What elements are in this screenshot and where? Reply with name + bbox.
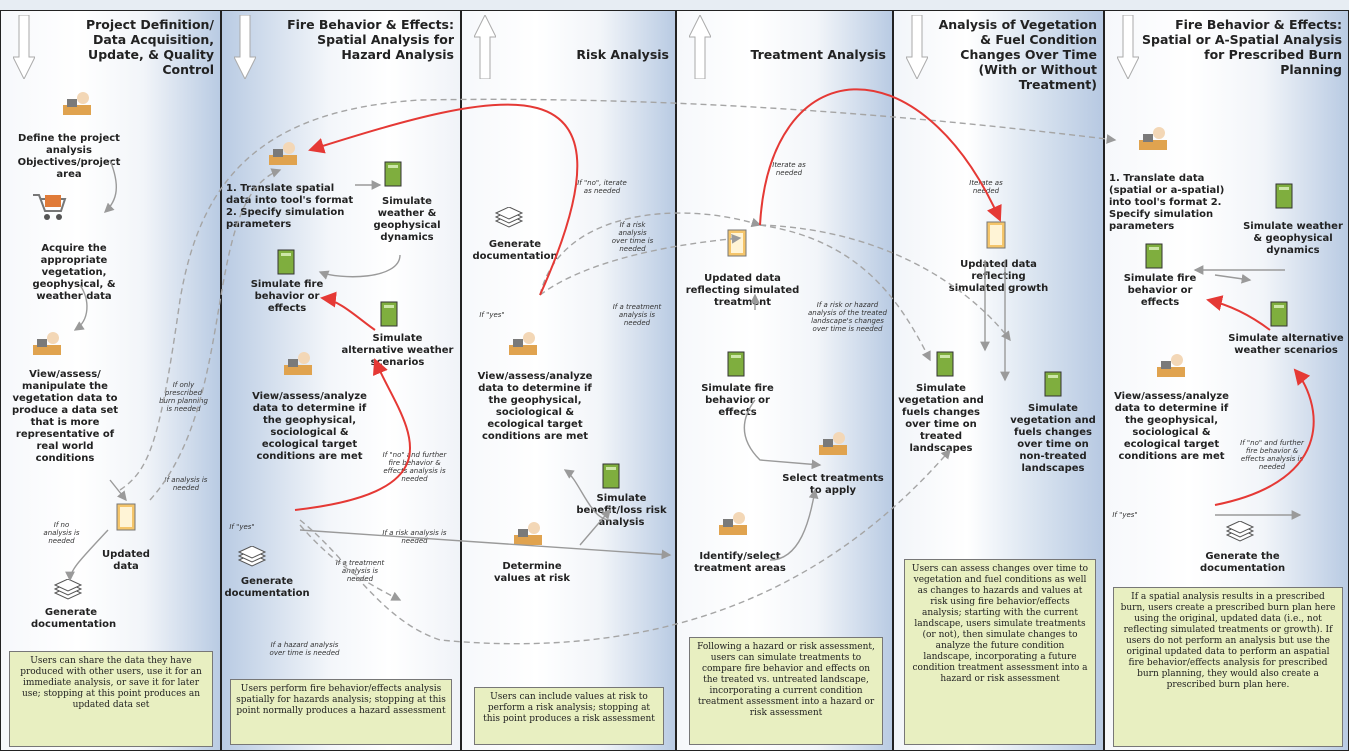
note-risk-hazard: If a risk or hazard analysis of the trea… xyxy=(808,301,887,333)
column-vegetation-changes: Analysis of Vegetation & Fuel Condition … xyxy=(893,10,1104,751)
column-title: Fire Behavior & Effects: Spatial or A-Sp… xyxy=(1142,17,1343,77)
computer-icon xyxy=(277,249,295,279)
computer-icon xyxy=(1044,371,1062,401)
step-view-assess: View/assess/analyze data to determine if… xyxy=(1114,391,1229,462)
note-treatment: If a treatment analysis is needed xyxy=(335,559,385,583)
note-risk-time: If a risk analysis over time is needed xyxy=(611,221,654,253)
step-select-treatments: Select treatments to apply xyxy=(782,473,884,496)
info-box: Users perform fire behavior/effects anal… xyxy=(230,679,452,745)
step-simulate-fire: Simulate fire behavior or effects xyxy=(701,383,774,418)
shopping-cart-icon xyxy=(31,191,67,225)
computer-icon xyxy=(380,301,398,331)
step-simulate-alternative: Simulate alternative weather scenarios xyxy=(341,333,454,368)
note-treatment: If a treatment analysis is needed xyxy=(612,303,662,327)
step-translate: 1. Translate data (spatial or a-spatial)… xyxy=(1109,173,1225,232)
column-treatment-analysis: Treatment Analysis Updated data reflecti… xyxy=(676,10,893,751)
step-generate-documentation: Generate documentation xyxy=(31,607,117,630)
note-no-further: If "no" and further fire behavior & effe… xyxy=(1240,439,1304,471)
note-no-iterate: If "no", iterate as needed xyxy=(577,179,627,195)
person-at-desk-icon xyxy=(282,351,316,383)
step-simulate-weather: Simulate weather & geophysical dynamics xyxy=(1243,221,1343,256)
note-yes: If "yes" xyxy=(229,523,255,531)
computer-icon xyxy=(936,351,954,381)
step-view-manipulate: View/assess/ manipulate the vegetation d… xyxy=(11,369,119,464)
step-updated-data: Updated data reflecting simulated treatm… xyxy=(685,273,800,308)
person-at-desk-icon xyxy=(267,141,301,173)
document-stack-icon xyxy=(494,206,524,233)
document-icon xyxy=(986,221,1006,253)
person-at-desk-icon xyxy=(512,521,546,553)
column-title: Fire Behavior & Effects: Spatial Analysi… xyxy=(287,17,454,62)
document-stack-icon xyxy=(237,545,267,572)
arrow-down-icon xyxy=(13,15,35,79)
info-box: Following a hazard or risk assessment, u… xyxy=(689,637,883,745)
note-no-analysis: If no analysis is needed xyxy=(43,521,80,545)
computer-icon xyxy=(1275,183,1293,213)
step-simulate-fire: Simulate fire behavior or effects xyxy=(1123,273,1197,308)
document-icon xyxy=(727,229,747,261)
step-generate-documentation: Generate documentation xyxy=(224,576,310,599)
column-prescribed-burn: Fire Behavior & Effects: Spatial or A-Sp… xyxy=(1104,10,1349,751)
info-box: Users can assess changes over time to ve… xyxy=(904,559,1096,745)
step-define-objectives: Define the project analysis Objectives/p… xyxy=(17,133,121,180)
note-yes: If "yes" xyxy=(1112,511,1138,519)
person-at-desk-icon xyxy=(31,331,65,363)
document-stack-icon xyxy=(1225,520,1255,547)
info-box: Users can share the data they have produ… xyxy=(9,651,213,747)
note-only-burn: If only prescribed burn planning is need… xyxy=(159,381,208,413)
step-view-assess: View/assess/analyze data to determine if… xyxy=(477,371,593,442)
step-acquire-data: Acquire the appropriate vegetation, geop… xyxy=(32,243,116,302)
step-simulate-weather: Simulate weather & geophysical dynamics xyxy=(373,196,441,243)
arrow-down-icon xyxy=(906,15,928,79)
computer-icon xyxy=(727,351,745,381)
document-icon xyxy=(116,503,136,535)
person-at-desk-icon xyxy=(507,331,541,363)
step-updated-data: Updated data xyxy=(102,549,150,572)
note-analysis-needed: If analysis is needed xyxy=(164,476,208,492)
arrow-down-icon xyxy=(234,15,256,79)
column-hazard-analysis: Fire Behavior & Effects: Spatial Analysi… xyxy=(221,10,461,751)
note-yes: If "yes" xyxy=(479,311,505,319)
document-stack-icon xyxy=(53,578,83,605)
step-simulate-treated: Simulate vegetation and fuels changes ov… xyxy=(898,383,984,454)
computer-icon xyxy=(602,463,620,493)
person-at-desk-icon xyxy=(1155,353,1189,385)
step-determine-values: Determine values at risk xyxy=(493,561,570,584)
arrow-down-icon xyxy=(1117,15,1139,79)
computer-icon xyxy=(1270,301,1288,331)
arrow-up-icon xyxy=(689,15,711,79)
step-updated-data: Updated data reflecting simulated growth xyxy=(948,259,1049,294)
computer-icon xyxy=(384,161,402,191)
step-simulate-nontreated: Simulate vegetation and fuels changes ov… xyxy=(1010,403,1096,474)
column-title: Treatment Analysis xyxy=(750,47,886,62)
note-iterate: Iterate as needed xyxy=(772,161,806,177)
person-at-desk-icon xyxy=(717,511,751,543)
note-no-further: If "no" and further fire behavior & effe… xyxy=(382,451,447,483)
step-simulate-fire: Simulate fire behavior or effects xyxy=(250,279,324,314)
note-hazard-time: If a hazard analysis over time is needed xyxy=(269,641,340,657)
step-identify-areas: Identify/select treatment areas xyxy=(694,551,786,574)
note-iterate: Iterate as needed xyxy=(969,179,1003,195)
person-at-desk-icon xyxy=(61,91,95,123)
step-generate-documentation: Generate documentation xyxy=(472,239,558,262)
column-risk-analysis: Risk Analysis Generate documentation Vie… xyxy=(461,10,676,751)
column-project-definition: Project Definition/ Data Acquisition, Up… xyxy=(0,10,221,751)
arrow-up-icon xyxy=(474,15,496,79)
column-title: Analysis of Vegetation & Fuel Condition … xyxy=(938,17,1097,92)
column-title: Project Definition/ Data Acquisition, Up… xyxy=(85,17,214,77)
person-at-desk-icon xyxy=(1137,126,1171,158)
info-box: If a spatial analysis results in a presc… xyxy=(1113,587,1343,747)
note-risk: If a risk analysis is needed xyxy=(382,529,447,545)
info-box: Users can include values at risk to perf… xyxy=(474,687,664,745)
step-view-assess: View/assess/analyze data to determine if… xyxy=(252,391,367,462)
step-translate: 1. Translate spatial data into tool's fo… xyxy=(226,183,354,230)
computer-icon xyxy=(1145,243,1163,273)
person-at-desk-icon xyxy=(817,431,851,463)
step-simulate-benefit: Simulate benefit/loss risk analysis xyxy=(576,493,667,528)
step-simulate-alternative: Simulate alternative weather scenarios xyxy=(1228,333,1344,356)
column-title: Risk Analysis xyxy=(576,47,669,62)
step-generate-documentation: Generate the documentation xyxy=(1200,551,1286,574)
